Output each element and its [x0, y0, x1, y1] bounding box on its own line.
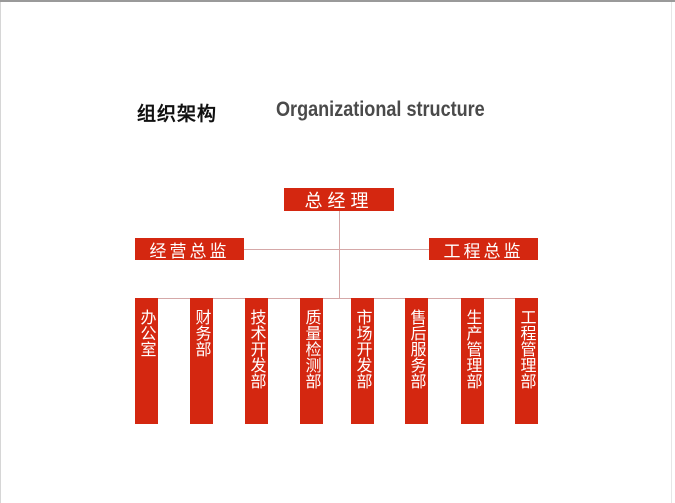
- org-node-after-sales: 售后服务部: [405, 298, 428, 424]
- org-node-office: 办公室: [135, 298, 158, 424]
- org-node-tech-development: 技术开发部: [245, 298, 268, 424]
- connector-department-bar: [146, 298, 528, 299]
- page-title-chinese: 组织架构: [137, 103, 218, 125]
- top-border: [0, 0, 675, 2]
- org-node-quality-inspection: 质量检测部: [300, 298, 323, 424]
- connector-root-trunk: [339, 211, 340, 299]
- org-node-general-manager: 总经理: [284, 188, 394, 212]
- org-node-engineering-management: 工程管理部: [515, 298, 538, 424]
- connector-director-bar: [244, 249, 429, 250]
- left-border: [0, 2, 1, 503]
- org-node-market-development: 市场开发部: [351, 298, 374, 424]
- org-node-engineering-director: 工程总监: [429, 238, 538, 262]
- org-node-finance: 财务部: [190, 298, 213, 424]
- org-node-production-management: 生产管理部: [461, 298, 484, 424]
- page-title-english: Organizational structure: [276, 98, 485, 121]
- right-border: [671, 2, 672, 503]
- org-node-business-director: 经营总监: [135, 238, 244, 262]
